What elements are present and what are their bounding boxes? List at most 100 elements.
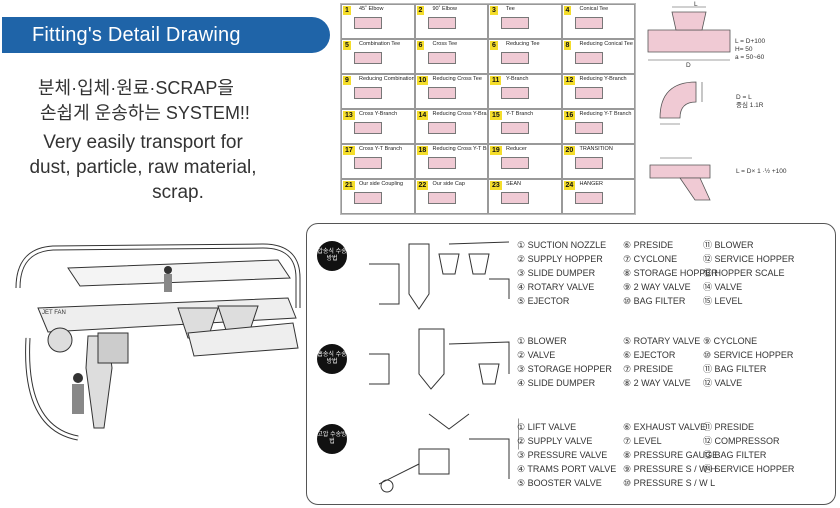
component-item: ⑦ LEVEL	[623, 436, 662, 446]
fitting-number: 23	[490, 181, 502, 190]
fitting-drawing	[427, 52, 456, 64]
tee-dimensions: L = D+100 H= 50 a = 50~60	[735, 38, 765, 62]
fitting-drawing	[354, 122, 382, 134]
system-3-items-col-2: ⑥ EXHAUST VALVE ⑦ LEVEL ⑧ PRESSURE GAUGE…	[623, 420, 718, 490]
fitting-drawing	[354, 157, 382, 169]
system-2-items-col-1: ① BLOWER ② VALVE ③ STORAGE HOPPER ④ SLID…	[517, 334, 612, 390]
component-item: ⑨ 2 WAY VALVE	[623, 282, 691, 292]
pressure-system-schematic	[369, 241, 510, 310]
fitting-drawing	[354, 87, 382, 99]
component-item: ⑩ SERVICE HOPPER	[703, 350, 794, 360]
fitting-drawing	[354, 192, 382, 204]
component-item: ③ PRESSURE VALVE	[517, 450, 608, 460]
branch-drawing	[649, 157, 711, 201]
fitting-drawing	[427, 122, 456, 134]
component-item: ⑥ EXHAUST VALVE	[623, 422, 707, 432]
section-title-bar: Fitting's Detail Drawing	[2, 17, 330, 53]
fitting-label: Reducing Y-Branch	[579, 76, 627, 82]
component-item: ⑭ SERVICE HOPPER	[703, 464, 795, 474]
fitting-drawing	[574, 122, 603, 134]
component-item: ① LIFT VALVE	[517, 422, 577, 432]
fitting-number: 4	[563, 6, 572, 15]
fitting-number: 13	[343, 111, 355, 120]
component-item: ④ SLIDE DUMPER	[517, 378, 596, 388]
fitting-label: Reducing Tee	[506, 41, 540, 47]
dim-line: a = 50~60	[735, 54, 765, 61]
fitting-number: 16	[563, 111, 576, 120]
fitting-cell: 2 90˚ Elbow	[414, 4, 488, 39]
fitting-number: 8	[563, 41, 572, 50]
fitting-label: Y-T Branch	[506, 111, 534, 117]
fitting-number: 5	[343, 41, 351, 50]
fitting-drawing	[501, 192, 529, 204]
factory-scene-svg	[15, 243, 301, 441]
fitting-label: Conical Tee	[579, 6, 609, 12]
fitting-number: 3	[490, 6, 498, 15]
component-item: ① SUCTION NOZZLE	[517, 240, 607, 250]
component-item: ③ STORAGE HOPPER	[517, 364, 612, 374]
fitting-number: 2	[416, 6, 425, 15]
component-item: ⑬ BAG FILTER	[703, 450, 767, 460]
component-item: ⑬ HOPPER SCALE	[703, 268, 785, 278]
fitting-label: Cross Y-T Branch	[359, 146, 403, 152]
system-1-items-col-2: ⑥ PRESIDE ⑦ CYCLONE ⑧ STORAGE HOPPER ⑨ 2…	[623, 238, 718, 308]
component-item: ⑩ PRESSURE S / W L	[623, 478, 716, 488]
component-item: ⑪ PRESIDE	[703, 422, 755, 432]
fitting-cell: 4 Conical Tee	[561, 4, 635, 39]
component-item: ⑦ PRESIDE	[623, 364, 674, 374]
system-3-items-col-3: ⑪ PRESIDE ⑫ COMPRESSOR ⑬ BAG FILTER ⑭ SE…	[703, 420, 794, 476]
fitting-number: 22	[416, 181, 429, 190]
fitting-number: 11	[490, 76, 502, 85]
component-item: ④ TRAMS PORT VALVE	[517, 464, 617, 474]
fitting-label: Reducing Y-T Branch	[579, 111, 632, 117]
fitting-label: 90˚ Elbow	[432, 6, 457, 12]
dimension-drawings: L = D+100 H= 50 a = 50~60 L D D = L 중심 1…	[640, 0, 840, 210]
component-item: ① BLOWER	[517, 336, 567, 346]
fitting-label: HANGER	[579, 181, 604, 187]
branch-dimensions: L = D× 1 ·½ +100	[736, 168, 787, 175]
korean-line: 손쉽게 운송하는 SYSTEM!!	[40, 103, 250, 123]
component-item: ⑨ PRESSURE S / W H	[623, 464, 717, 474]
system-1-items-col-3: ⑪ BLOWER ⑫ SERVICE HOPPER ⑬ HOPPER SCALE…	[703, 238, 794, 308]
fitting-label: Reducing Conical Tee	[579, 41, 633, 47]
component-item: ⑪ BAG FILTER	[703, 364, 767, 374]
fitting-drawing	[354, 52, 382, 64]
english-line: scrap.	[152, 182, 204, 203]
system-badge: 고압 수송방법	[317, 424, 347, 454]
fitting-drawing	[501, 87, 529, 99]
fitting-drawing	[574, 87, 603, 99]
component-item: ⑤ EJECTOR	[517, 296, 570, 306]
component-item: ⑫ COMPRESSOR	[703, 436, 780, 446]
fitting-label: Our side Cap	[432, 181, 465, 187]
dim-line: D = L	[736, 94, 752, 101]
component-item: ⑧ 2 WAY VALVE	[623, 378, 691, 388]
fitting-number: 14	[416, 111, 429, 120]
component-item: ⑨ CYCLONE	[703, 336, 758, 346]
korean-tagline: 분체·입체·원료·SCRAP을 손쉽게 운송하는 SYSTEM!!	[38, 76, 250, 126]
dimension-drawings-svg	[647, 6, 731, 201]
component-item: ⑥ PRESIDE	[623, 240, 674, 250]
fitting-number: 19	[490, 146, 502, 155]
system-1-items-col-1: ① SUCTION NOZZLE ② SUPPLY HOPPER ③ SLIDE…	[517, 238, 606, 308]
elbow-dimensions: D = L 중심 1.1R	[736, 94, 764, 110]
dim-line: 중심 1.1R	[736, 102, 764, 109]
component-item: ② SUPPLY VALVE	[517, 436, 593, 446]
component-item: ⑤ ROTARY VALVE	[623, 336, 701, 346]
component-item: ⑦ CYCLONE	[623, 254, 678, 264]
component-item: ⑧ STORAGE HOPPER	[623, 268, 718, 278]
component-item: ⑩ BAG FILTER	[623, 296, 686, 306]
fitting-label: Cross Tee	[432, 41, 458, 47]
suction-system-schematic	[369, 328, 510, 390]
korean-line: 분체·입체·원료·SCRAP을	[38, 78, 234, 98]
tee-length-label: L	[694, 1, 698, 8]
